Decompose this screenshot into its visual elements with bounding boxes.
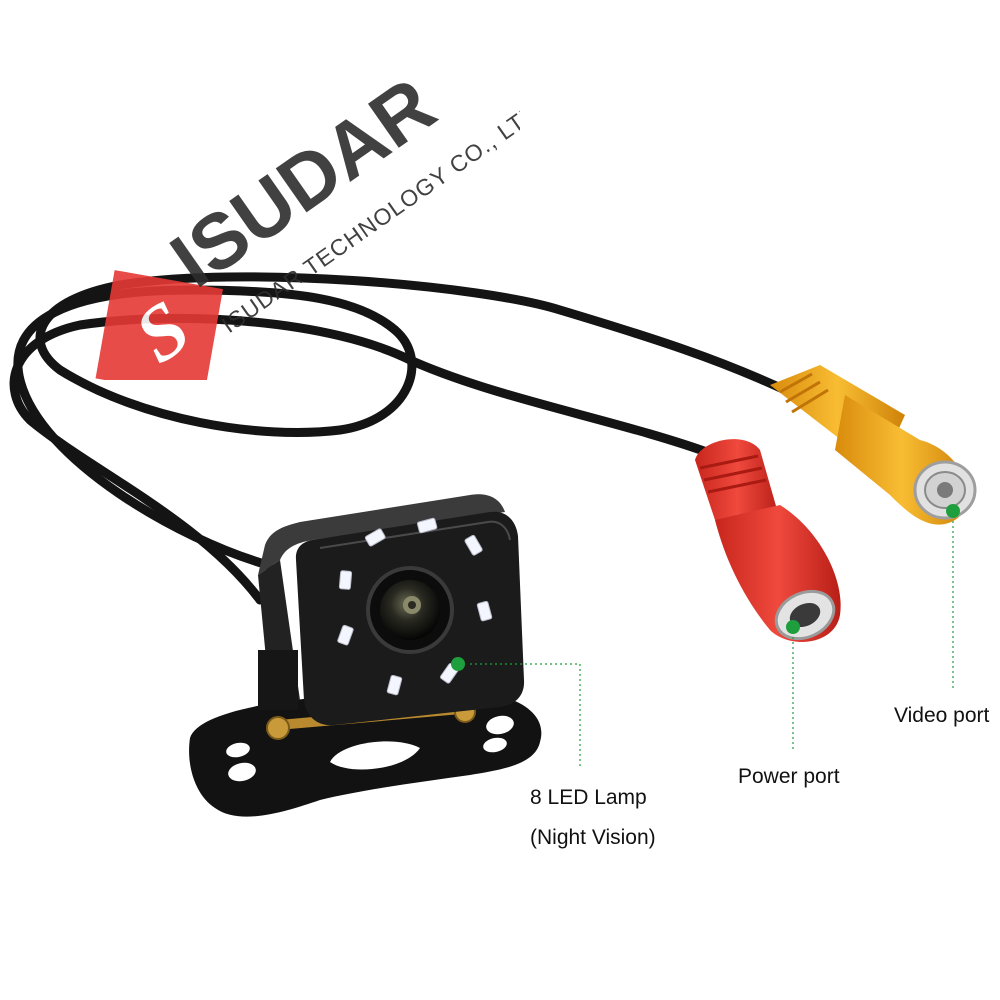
video-plug	[770, 365, 977, 525]
led-6	[386, 674, 403, 696]
power-plug	[695, 439, 841, 642]
power-port-label: Power port	[738, 765, 840, 788]
power-callout-pointer	[786, 620, 800, 752]
led-lamp-label: 8 LED Lamp	[530, 786, 647, 809]
led-ring	[337, 517, 493, 696]
camera-lens	[366, 566, 454, 654]
led-7	[337, 624, 354, 646]
led-1	[364, 528, 386, 547]
video-callout-pointer	[946, 504, 960, 690]
brand-logo: S ISUDAR ISUDAR TECHNOLOGY CO., LTD	[95, 60, 520, 380]
led-4	[476, 600, 493, 622]
led-8	[338, 570, 353, 590]
night-vision-label: (Night Vision)	[530, 826, 656, 849]
logo-diamond	[95, 270, 223, 380]
video-port-label: Video port	[894, 704, 990, 727]
led-2	[416, 517, 438, 534]
led-3	[464, 534, 483, 556]
led-callout-pointer	[451, 657, 581, 768]
